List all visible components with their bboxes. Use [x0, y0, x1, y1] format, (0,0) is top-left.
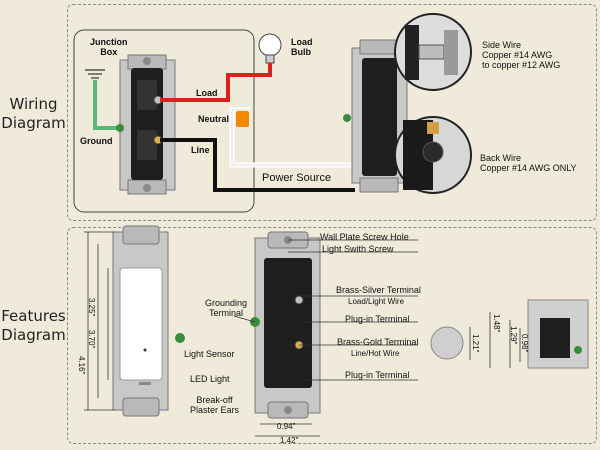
side-view — [430, 299, 589, 369]
load-wire-label: Load — [196, 88, 218, 98]
dim-416-label: 4.16" — [77, 356, 86, 375]
power-source-label: Power Source — [262, 172, 332, 184]
wiring-switch — [116, 54, 176, 195]
load-light-wire-label: Load/Light Wire — [348, 297, 405, 306]
plug-in-terminal-1-label: Plug-in Terminal — [345, 314, 410, 324]
back-wire-zoom — [394, 116, 472, 194]
plug-in-terminal-2-label: Plug-in Terminal — [345, 370, 410, 380]
brass-silver-terminal-label: Brass-Silver Terminal — [336, 285, 421, 295]
back-switch — [250, 231, 321, 419]
junction-box — [73, 29, 255, 213]
neutral-wire — [229, 107, 355, 168]
ground-symbol-icon — [85, 69, 105, 79]
wire-nut — [236, 111, 249, 127]
dim-129-label: 1.29" — [509, 326, 518, 345]
light-switch-screw-label: Light Swith Screw — [322, 244, 394, 254]
line-wire-label: Line — [191, 145, 210, 155]
features-diagram-panel — [67, 227, 597, 444]
dim-094-label: 0.94" — [277, 422, 296, 431]
dim-121-label: 1.21" — [471, 334, 480, 353]
wiring-diagram-panel — [67, 4, 597, 221]
load-wire — [160, 63, 272, 102]
line-wire — [160, 138, 355, 192]
load-bulb-icon — [258, 33, 282, 64]
front-switch — [112, 225, 185, 417]
ground-wire — [93, 80, 120, 130]
neutral-wire-label: Neutral — [198, 114, 230, 124]
dim-325-label: 3.25" — [87, 298, 96, 317]
led-light-label: LED Light — [190, 374, 230, 384]
dim-370-label: 3.70" — [87, 330, 96, 349]
brass-gold-terminal-label: Brass-Gold Terminal — [337, 337, 419, 347]
dim-148-label: 1.48" — [492, 314, 501, 333]
light-sensor-label: Light Sensor — [184, 349, 235, 359]
line-hot-wire-label: Line/Hot Wire — [351, 349, 400, 358]
side-wire-zoom — [394, 13, 472, 91]
ground-wire-label: Ground — [80, 136, 113, 146]
dim-098-label: 0.98" — [520, 334, 529, 353]
wall-plate-screw-hole-label: Wall Plate Screw Hole — [320, 232, 409, 242]
dim-142-label: 1.42" — [280, 436, 299, 445]
